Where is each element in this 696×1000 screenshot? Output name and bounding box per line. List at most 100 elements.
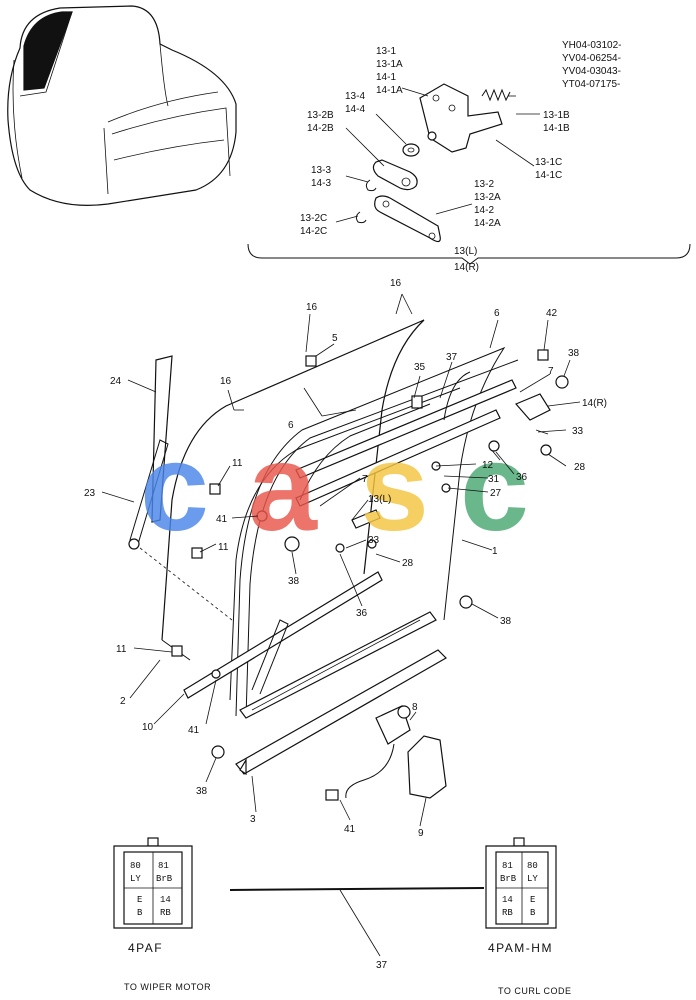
- window-frame-assembly: [128, 319, 569, 801]
- callout-3: 3: [250, 814, 256, 825]
- callout-16a: 16: [306, 302, 318, 313]
- callout-7b: 7: [362, 474, 368, 485]
- pin-l-5: E: [137, 895, 142, 905]
- pin-l-8: RB: [160, 908, 171, 918]
- callout-33a: 33: [572, 426, 584, 437]
- caption-curl-code: TO CURL CODE: [498, 986, 572, 996]
- callout-11b: 11: [218, 542, 229, 553]
- callout-10: 10: [142, 722, 154, 733]
- caption-wiper-motor: TO WIPER MOTOR: [124, 982, 211, 992]
- inset-labels: 13-1 13-1A 14-1 14-1A 13-1B 14-1B 13-4 1…: [300, 46, 570, 273]
- pin-r-3: BrB: [500, 874, 517, 884]
- serial-number-list: YH04-03102- YV04-06254- YV04-03043- YT04…: [562, 40, 621, 90]
- pin-r-5: 14: [502, 895, 513, 905]
- callout-38b: 38: [288, 576, 300, 587]
- watermark-logo: c a s c: [140, 419, 529, 557]
- callout-6b: 6: [288, 420, 294, 431]
- label-13-1c: 13-1C: [535, 157, 562, 168]
- label-13-3: 13-3: [311, 165, 331, 176]
- part-callouts: 16 5 16 16 6 42 38 24 35 37 7 14(R) 33 2…: [84, 278, 607, 971]
- callout-42: 42: [546, 308, 558, 319]
- callout-16b: 16: [390, 278, 402, 289]
- callout-33b: 33: [368, 535, 380, 546]
- callout-38a: 38: [568, 348, 580, 359]
- pin-l-7: B: [137, 908, 143, 918]
- callout-28a: 28: [574, 462, 586, 473]
- serial-1: YH04-03102-: [562, 40, 621, 51]
- label-14-2c: 14-2C: [300, 226, 327, 237]
- connector-4paf-name: 4PAF: [128, 941, 163, 955]
- pin-l-2: 81: [158, 861, 169, 871]
- watermark-letter-4: c: [460, 419, 529, 557]
- callout-28b: 28: [402, 558, 414, 569]
- pin-l-1: 80: [130, 861, 141, 871]
- pin-l-3: LY: [130, 874, 141, 884]
- label-14-1b: 14-1B: [543, 123, 570, 134]
- label-13-2: 13-2: [474, 179, 494, 190]
- label-14-1c: 14-1C: [535, 170, 562, 181]
- connector-4pam-hm: 81 80 BrB LY 14 E RB B 4PAM-HM TO CURL C…: [485, 837, 572, 996]
- callout-41c: 41: [344, 824, 356, 835]
- label-13-1b: 13-1B: [543, 110, 570, 121]
- serial-2: YV04-06254-: [562, 53, 621, 64]
- callout-36a: 36: [516, 472, 528, 483]
- callout-12: 12: [482, 460, 494, 471]
- callout-35: 35: [414, 362, 426, 373]
- label-14-3: 14-3: [311, 178, 331, 189]
- label-14-2b: 14-2B: [307, 123, 334, 134]
- serial-3: YV04-03043-: [562, 66, 621, 77]
- callout-41b: 41: [188, 725, 200, 736]
- label-14-2a: 14-2A: [474, 218, 501, 229]
- callout-11a: 11: [232, 458, 243, 469]
- callout-37a: 37: [446, 352, 458, 363]
- label-13-1: 13-1: [376, 46, 396, 57]
- cab-thumbnail: [7, 5, 237, 206]
- label-14-1: 14-1: [376, 72, 396, 83]
- callout-24: 24: [110, 376, 122, 387]
- pin-l-4: BrB: [156, 874, 173, 884]
- serial-4: YT04-07175-: [562, 79, 620, 90]
- label-14-1a: 14-1A: [376, 85, 403, 96]
- label-13-2b: 13-2B: [307, 110, 334, 121]
- callout-31: 31: [488, 474, 500, 485]
- pin-r-4: LY: [527, 874, 538, 884]
- watermark-letter-2: a: [248, 419, 318, 557]
- callout-13l: 13(L): [368, 494, 391, 505]
- callout-7a: 7: [548, 366, 554, 377]
- pin-l-6: 14: [160, 895, 171, 905]
- callout-38c: 38: [500, 616, 512, 627]
- watermark-letter-3: s: [360, 419, 429, 557]
- callout-41a: 41: [216, 514, 228, 525]
- label-13-4: 13-4: [345, 91, 365, 102]
- pin-r-7: RB: [502, 908, 513, 918]
- callout-5: 5: [332, 333, 338, 344]
- label-14-2: 14-2: [474, 205, 494, 216]
- watermark-letter-1: c: [140, 419, 209, 557]
- bracket-assembly-inset: [247, 83, 691, 265]
- callout-37b: 37: [376, 960, 388, 971]
- callout-2: 2: [120, 696, 126, 707]
- connector-4paf: 80 81 LY BrB E 14 B RB 4PAF TO WIPER MOT…: [113, 837, 211, 992]
- pin-r-6: E: [530, 895, 535, 905]
- connector-4pam-hm-name: 4PAM-HM: [488, 941, 553, 955]
- callout-14r: 14(R): [582, 398, 607, 409]
- label-13-2c: 13-2C: [300, 213, 327, 224]
- callout-8: 8: [412, 702, 418, 713]
- label-13-1a: 13-1A: [376, 59, 403, 70]
- callout-38d: 38: [196, 786, 208, 797]
- callout-36b: 36: [356, 608, 368, 619]
- label-13-2a: 13-2A: [474, 192, 501, 203]
- callout-leaders: [101, 293, 581, 957]
- pin-r-1: 81: [502, 861, 513, 871]
- callout-27: 27: [490, 488, 502, 499]
- callout-1: 1: [492, 546, 498, 557]
- callout-6a: 6: [494, 308, 500, 319]
- pin-r-2: 80: [527, 861, 538, 871]
- callout-16c: 16: [220, 376, 232, 387]
- label-14-r: 14(R): [454, 262, 479, 273]
- label-14-4: 14-4: [345, 104, 365, 115]
- label-13-l: 13(L): [454, 246, 477, 257]
- pin-r-8: B: [530, 908, 536, 918]
- callout-9: 9: [418, 828, 424, 839]
